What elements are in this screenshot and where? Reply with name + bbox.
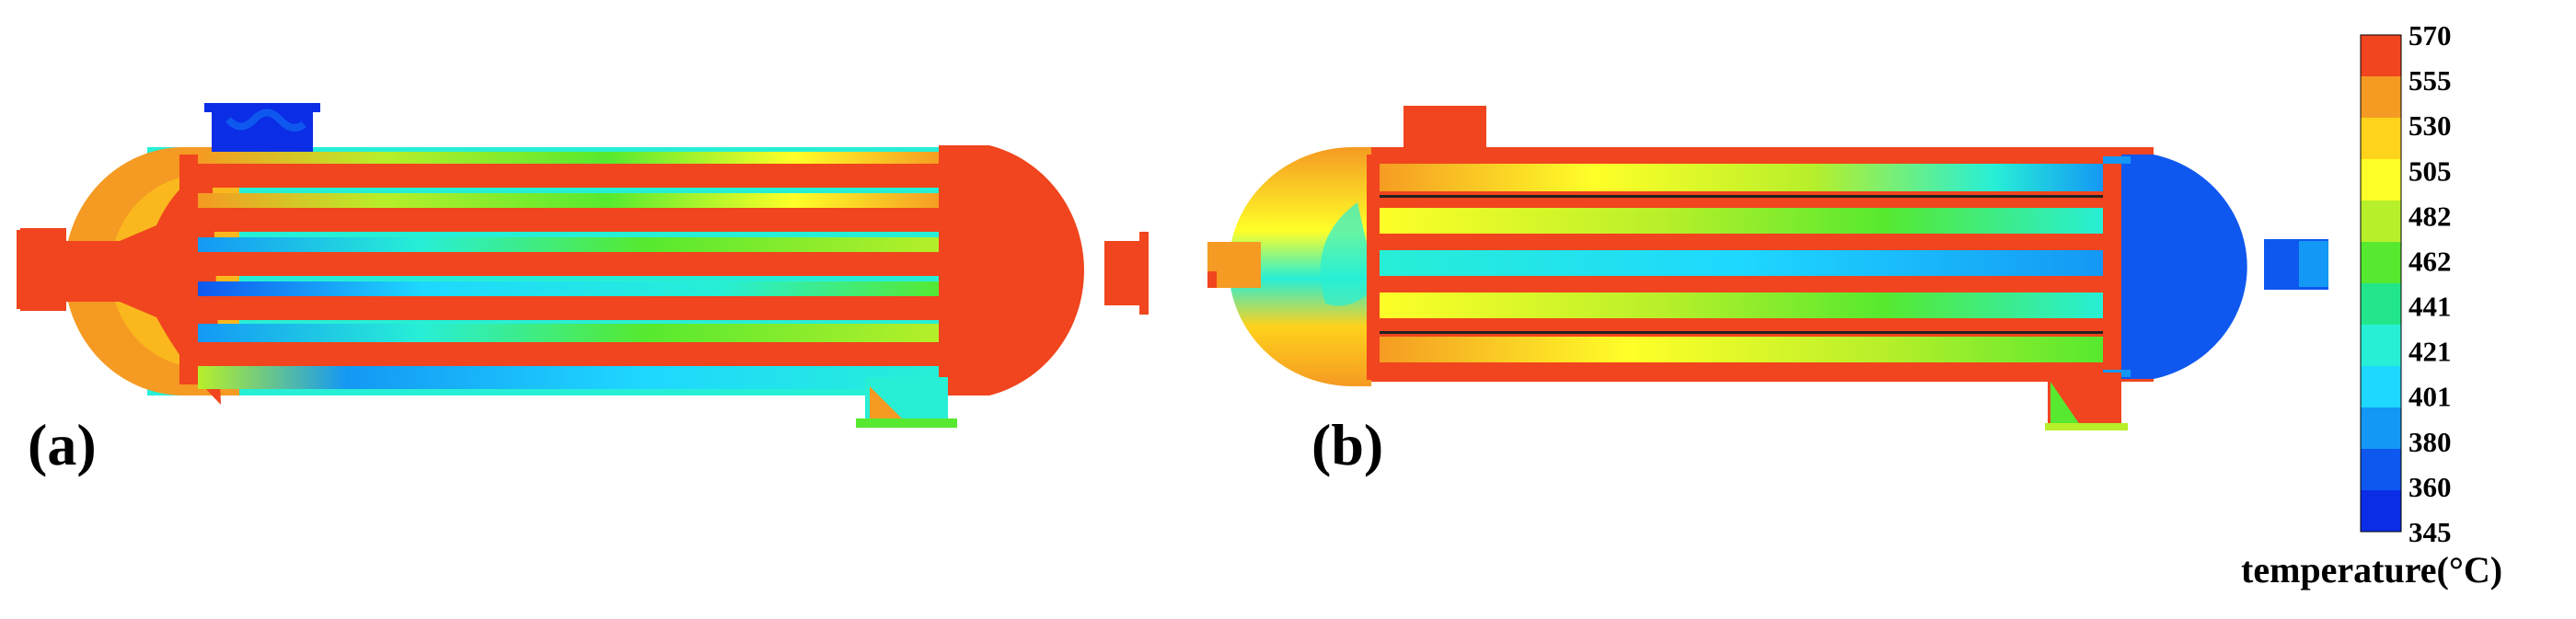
panel-a-tube: [198, 164, 953, 188]
panel-b-tube: [1376, 208, 2103, 234]
panel-a-tube: [198, 342, 953, 366]
colorbar-swatch: [2361, 490, 2401, 533]
colorbar-tick-label: 421: [2409, 336, 2452, 368]
colorbar-swatch: [2361, 283, 2401, 326]
colorbar-tick-label: 555: [2409, 64, 2452, 97]
colorbar-swatch: [2361, 201, 2401, 243]
colorbar-title: temperature(°C): [2241, 549, 2503, 590]
colorbar-swatch: [2361, 118, 2401, 160]
panel-a-label: (a): [28, 412, 97, 477]
panel-b-tube: [1376, 292, 2103, 318]
panel-b-left-head: [1229, 147, 1371, 386]
colorbar-tick-label: 570: [2409, 19, 2452, 52]
colorbar-swatch: [2361, 35, 2401, 77]
colorbar-tick-label: 441: [2409, 291, 2452, 323]
colorbar-swatch: [2361, 325, 2401, 367]
panel-a-right-nozzle: [1104, 241, 1146, 305]
panel-a-tube: [198, 252, 953, 276]
panel-a-left-nozzle: [20, 228, 66, 311]
panel-a-tube: [198, 296, 953, 320]
colorbar-tick-label: 360: [2409, 471, 2452, 503]
panel-b-label: (b): [1311, 412, 1384, 477]
panel-b-top-nozzle: [1404, 106, 1486, 156]
colorbar-swatch: [2361, 76, 2401, 119]
colorbar: 570 555 530 505 482 462 441 421 401 380 360 345: [2360, 19, 2452, 548]
colorbar-tick-label: 401: [2409, 381, 2452, 413]
colorbar-swatch: [2361, 159, 2401, 201]
colorbar-tick-label: 462: [2409, 245, 2452, 277]
colorbar-tick-label: 530: [2409, 109, 2452, 142]
colorbar-swatch: [2361, 407, 2401, 450]
panel-b-tube: [1376, 250, 2103, 276]
panel-b-tube: [1376, 337, 2103, 362]
colorbar-swatch: [2361, 449, 2401, 491]
panel-b-heat-exchanger: [1207, 106, 2328, 430]
panel-b-tube: [1376, 164, 2103, 191]
panel-a-heat-exchanger: [17, 103, 1149, 428]
colorbar-tick-label: 380: [2409, 426, 2452, 458]
colorbar-tick-label: 345: [2409, 516, 2452, 548]
panel-a-right-head: [939, 145, 1084, 395]
colorbar-swatch: [2361, 366, 2401, 408]
colorbar-swatch: [2361, 242, 2401, 284]
panel-b-right-head: [2121, 155, 2247, 379]
colorbar-tick-label: 505: [2409, 155, 2452, 187]
panel-a-tube: [198, 208, 953, 232]
colorbar-tick-label: 482: [2409, 200, 2452, 232]
